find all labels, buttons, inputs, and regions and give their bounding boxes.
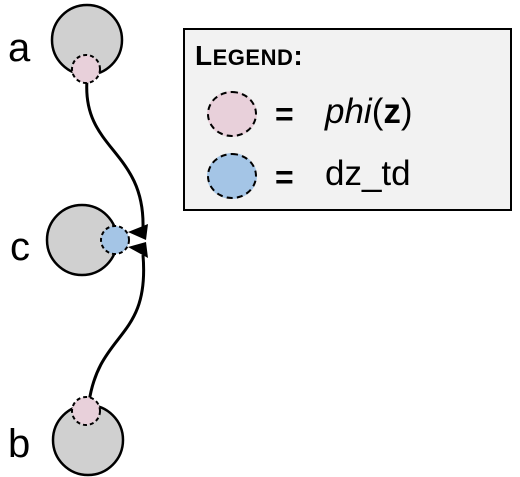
edge-a-to-c — [85, 79, 145, 229]
arrowhead-from-b — [128, 242, 148, 258]
legend-title-initial: L — [195, 40, 213, 71]
node-c-label: c — [10, 225, 30, 269]
legend-phi-arg: z — [383, 92, 401, 131]
legend-swatch-phi — [207, 91, 257, 137]
node-a-label: a — [8, 26, 31, 70]
legend-title-colon: : — [293, 40, 304, 71]
node-b-phi-port — [71, 396, 101, 426]
node-b-label: b — [8, 422, 31, 466]
legend-title: LEGEND: — [195, 40, 303, 72]
node-a-phi-port — [71, 54, 101, 84]
legend-label-phi: phi(z) — [325, 94, 413, 129]
legend-title-rest: EGEND — [212, 45, 294, 70]
legend-phi-close: ) — [400, 92, 413, 131]
node-c-dz-port — [100, 225, 130, 255]
legend-box: LEGEND: = phi(z) = dz_td — [183, 28, 512, 211]
legend-swatch-dz — [207, 153, 257, 199]
legend-phi-fn: phi — [325, 92, 372, 131]
legend-equals-phi: = — [275, 96, 294, 132]
legend-label-dz: dz_td — [325, 154, 411, 193]
legend-equals-dz: = — [275, 159, 294, 195]
arrowhead-from-a — [128, 224, 148, 240]
legend-phi-open: ( — [371, 92, 384, 131]
edge-b-to-c — [87, 254, 146, 403]
